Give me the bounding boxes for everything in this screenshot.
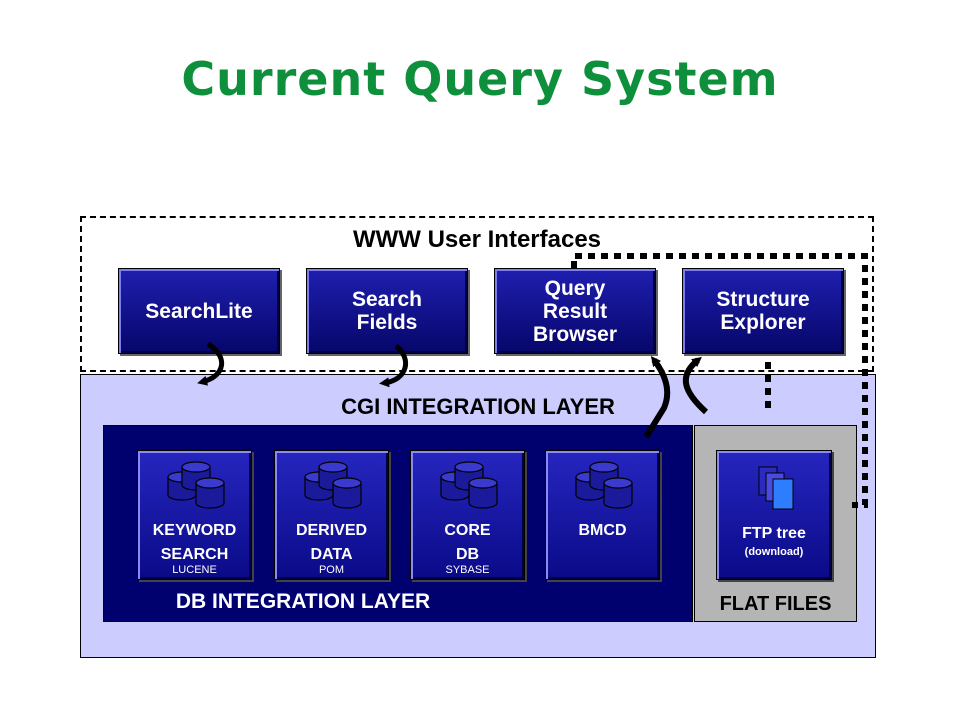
db-name: DERIVED DATA — [295, 522, 368, 563]
db-layer-label: DB INTEGRATION LAYER — [175, 590, 431, 613]
database-icon — [167, 461, 225, 509]
db-name: CORE DB — [444, 522, 491, 563]
db-engine: LUCENE — [172, 564, 217, 576]
cgi-layer-label: CGI INTEGRATION LAYER — [341, 394, 615, 419]
page-title: Current Query System — [181, 52, 779, 106]
ftp-tree-box: FTP tree (download) — [716, 450, 832, 580]
database-icon — [575, 461, 633, 509]
ftp-tree-label: FTP tree — [742, 525, 806, 542]
flat-files-label: FLAT FILES — [719, 593, 832, 615]
db-name: KEYWORD SEARCH — [152, 522, 237, 563]
keyword-search-db: KEYWORD SEARCH LUCENE — [137, 450, 252, 580]
database-icon — [304, 461, 362, 509]
database-icon — [440, 461, 498, 509]
core-db: CORE DB SYBASE — [410, 450, 525, 580]
www-layer-label: WWW User Interfaces — [352, 226, 602, 253]
query-result-browser-box: Query Result Browser — [494, 268, 656, 354]
structure-explorer-box: Structure Explorer — [682, 268, 844, 354]
derived-data-db: DERIVED DATA POM — [274, 450, 389, 580]
db-engine: SYBASE — [445, 564, 490, 576]
bmcd-db: BMCD — [545, 450, 660, 580]
ftp-tree-sublabel: (download) — [744, 546, 804, 558]
documents-icon — [758, 466, 794, 510]
www-user-interfaces-region — [80, 216, 874, 372]
db-engine: POM — [318, 564, 345, 576]
searchlite-box: SearchLite — [118, 268, 280, 354]
search-fields-box: Search Fields — [306, 268, 468, 354]
db-name: BMCD — [578, 522, 627, 539]
